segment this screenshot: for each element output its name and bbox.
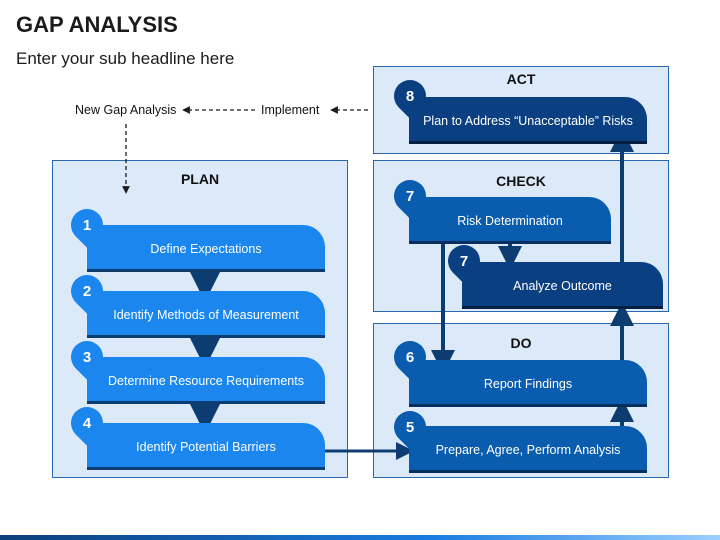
badge-5: 5: [387, 404, 433, 450]
badge-8: 8: [387, 73, 433, 119]
plan-panel-title: PLAN: [180, 171, 220, 187]
badge-7a-number: 7: [405, 187, 415, 205]
badge-4-number: 4: [82, 414, 92, 432]
page-title: GAP ANALYSIS: [16, 12, 178, 37]
step-4-label: Identify Potential Barriers: [136, 440, 276, 454]
badge-7a: 7: [387, 173, 433, 219]
step-3-label: Determine Resource Requirements: [108, 374, 304, 388]
do-panel-title: DO: [510, 335, 532, 351]
step-6-label: Report Findings: [483, 377, 573, 391]
page-subtitle: Enter your sub headline here: [16, 49, 235, 68]
step-5-label: Prepare, Agree, Perform Analysis: [435, 443, 621, 457]
badge-1: 1: [64, 202, 110, 248]
act-panel-title: ACT: [506, 71, 536, 87]
badge-5-number: 5: [405, 418, 415, 436]
step-define-expectations[interactable]: Define Expectations: [87, 225, 325, 269]
badge-2-number: 2: [82, 282, 92, 300]
badge-6: 6: [387, 334, 433, 380]
badge-1-number: 1: [82, 216, 92, 234]
step-risk-determination[interactable]: Risk Determination: [409, 197, 611, 241]
new-gap-analysis-label: New Gap Analysis: [75, 103, 177, 117]
step-8-label: Plan to Address “Unacceptable” Risks: [423, 114, 633, 128]
badge-6-number: 6: [405, 348, 415, 366]
step-2-label: Identify Methods of Measurement: [113, 308, 299, 322]
badge-7b-number: 7: [459, 252, 469, 270]
step-7a-label: Risk Determination: [457, 214, 563, 228]
step-prepare-agree-perform[interactable]: Prepare, Agree, Perform Analysis: [409, 426, 647, 470]
step-7b-label: Analyze Outcome: [513, 279, 612, 293]
step-1-label: Define Expectations: [150, 242, 262, 256]
badge-8-number: 8: [405, 87, 415, 105]
badge-7b: 7: [441, 238, 487, 284]
footer-bar: [0, 535, 720, 540]
badge-3-number: 3: [82, 348, 92, 366]
implement-label: Implement: [261, 103, 320, 117]
badge-2: 2: [64, 268, 110, 314]
step-analyze-outcome[interactable]: Analyze Outcome: [462, 262, 663, 306]
step-identify-barriers[interactable]: Identify Potential Barriers: [87, 423, 325, 467]
step-identify-methods[interactable]: Identify Methods of Measurement: [87, 291, 325, 335]
badge-3: 3: [64, 334, 110, 380]
badge-4: 4: [64, 400, 110, 446]
check-panel-title: CHECK: [496, 173, 546, 189]
step-report-findings[interactable]: Report Findings: [409, 360, 647, 404]
step-determine-resources[interactable]: Determine Resource Requirements: [87, 357, 325, 401]
step-plan-to-address-risks[interactable]: Plan to Address “Unacceptable” Risks: [409, 97, 647, 141]
